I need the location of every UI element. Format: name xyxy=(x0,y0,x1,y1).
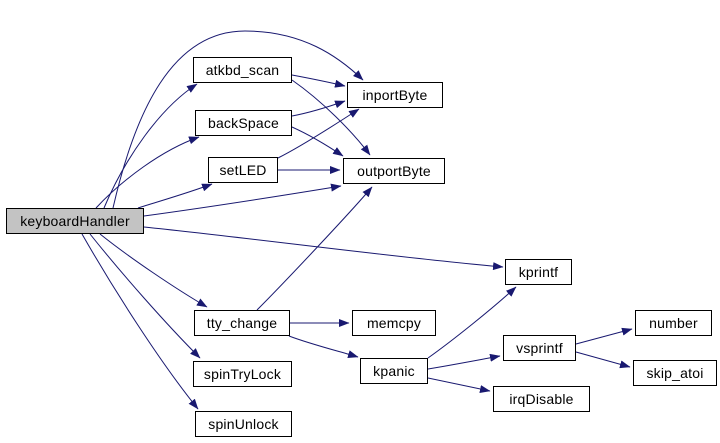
edge-keyboardHandler-to-tty_change xyxy=(99,233,208,308)
node-kpanic[interactable]: kpanic xyxy=(360,358,428,384)
edge-kpanic-to-vsprintf xyxy=(427,353,501,370)
edge-atkbd_scan-to-outportByte xyxy=(291,79,371,156)
edge-keyboardHandler-to-atkbd_scan xyxy=(103,83,198,209)
node-skip_atoi[interactable]: skip_atoi xyxy=(633,360,717,386)
edge-keyboardHandler-to-kprintf xyxy=(143,226,504,271)
edge-keyboardHandler-to-outportByte xyxy=(143,183,342,217)
node-keyboardHandler: keyboardHandler xyxy=(6,208,144,234)
edge-tty_change-to-kpanic xyxy=(288,335,359,358)
node-tty_change[interactable]: tty_change xyxy=(194,310,290,336)
node-memcpy[interactable]: memcpy xyxy=(352,310,436,336)
node-vsprintf[interactable]: vsprintf xyxy=(503,335,576,361)
edge-kpanic-to-kprintf xyxy=(427,286,517,359)
edge-keyboardHandler-to-inportByte xyxy=(112,30,364,209)
node-spinUnlock[interactable]: spinUnlock xyxy=(195,411,292,437)
node-irqDisable[interactable]: irqDisable xyxy=(493,386,590,412)
node-number[interactable]: number xyxy=(635,310,712,336)
node-backSpace[interactable]: backSpace xyxy=(195,110,292,136)
edge-keyboardHandler-to-spinUnlock xyxy=(81,233,199,410)
edge-backSpace-to-inportByte xyxy=(291,100,346,117)
node-inportByte[interactable]: inportByte xyxy=(347,82,443,108)
edge-keyboardHandler-to-backSpace xyxy=(95,136,200,209)
edge-vsprintf-to-number xyxy=(575,327,633,345)
edge-keyboardHandler-to-spinTryLock xyxy=(89,233,201,359)
edge-tty_change-to-outportByte xyxy=(256,186,373,311)
edge-keyboardHandler-to-setLED xyxy=(137,183,213,209)
edge-setLED-to-inportByte xyxy=(277,108,360,159)
edge-kpanic-to-irqDisable xyxy=(427,377,491,393)
node-spinTryLock[interactable]: spinTryLock xyxy=(193,361,292,387)
edge-atkbd_scan-to-inportByte xyxy=(291,74,346,88)
edge-vsprintf-to-skip_atoi xyxy=(575,351,631,369)
node-setLED[interactable]: setLED xyxy=(208,157,278,183)
node-outportByte[interactable]: outportByte xyxy=(343,158,445,184)
node-atkbd_scan[interactable]: atkbd_scan xyxy=(193,57,292,83)
edge-backSpace-to-outportByte xyxy=(291,126,344,157)
node-kprintf[interactable]: kprintf xyxy=(505,259,572,285)
